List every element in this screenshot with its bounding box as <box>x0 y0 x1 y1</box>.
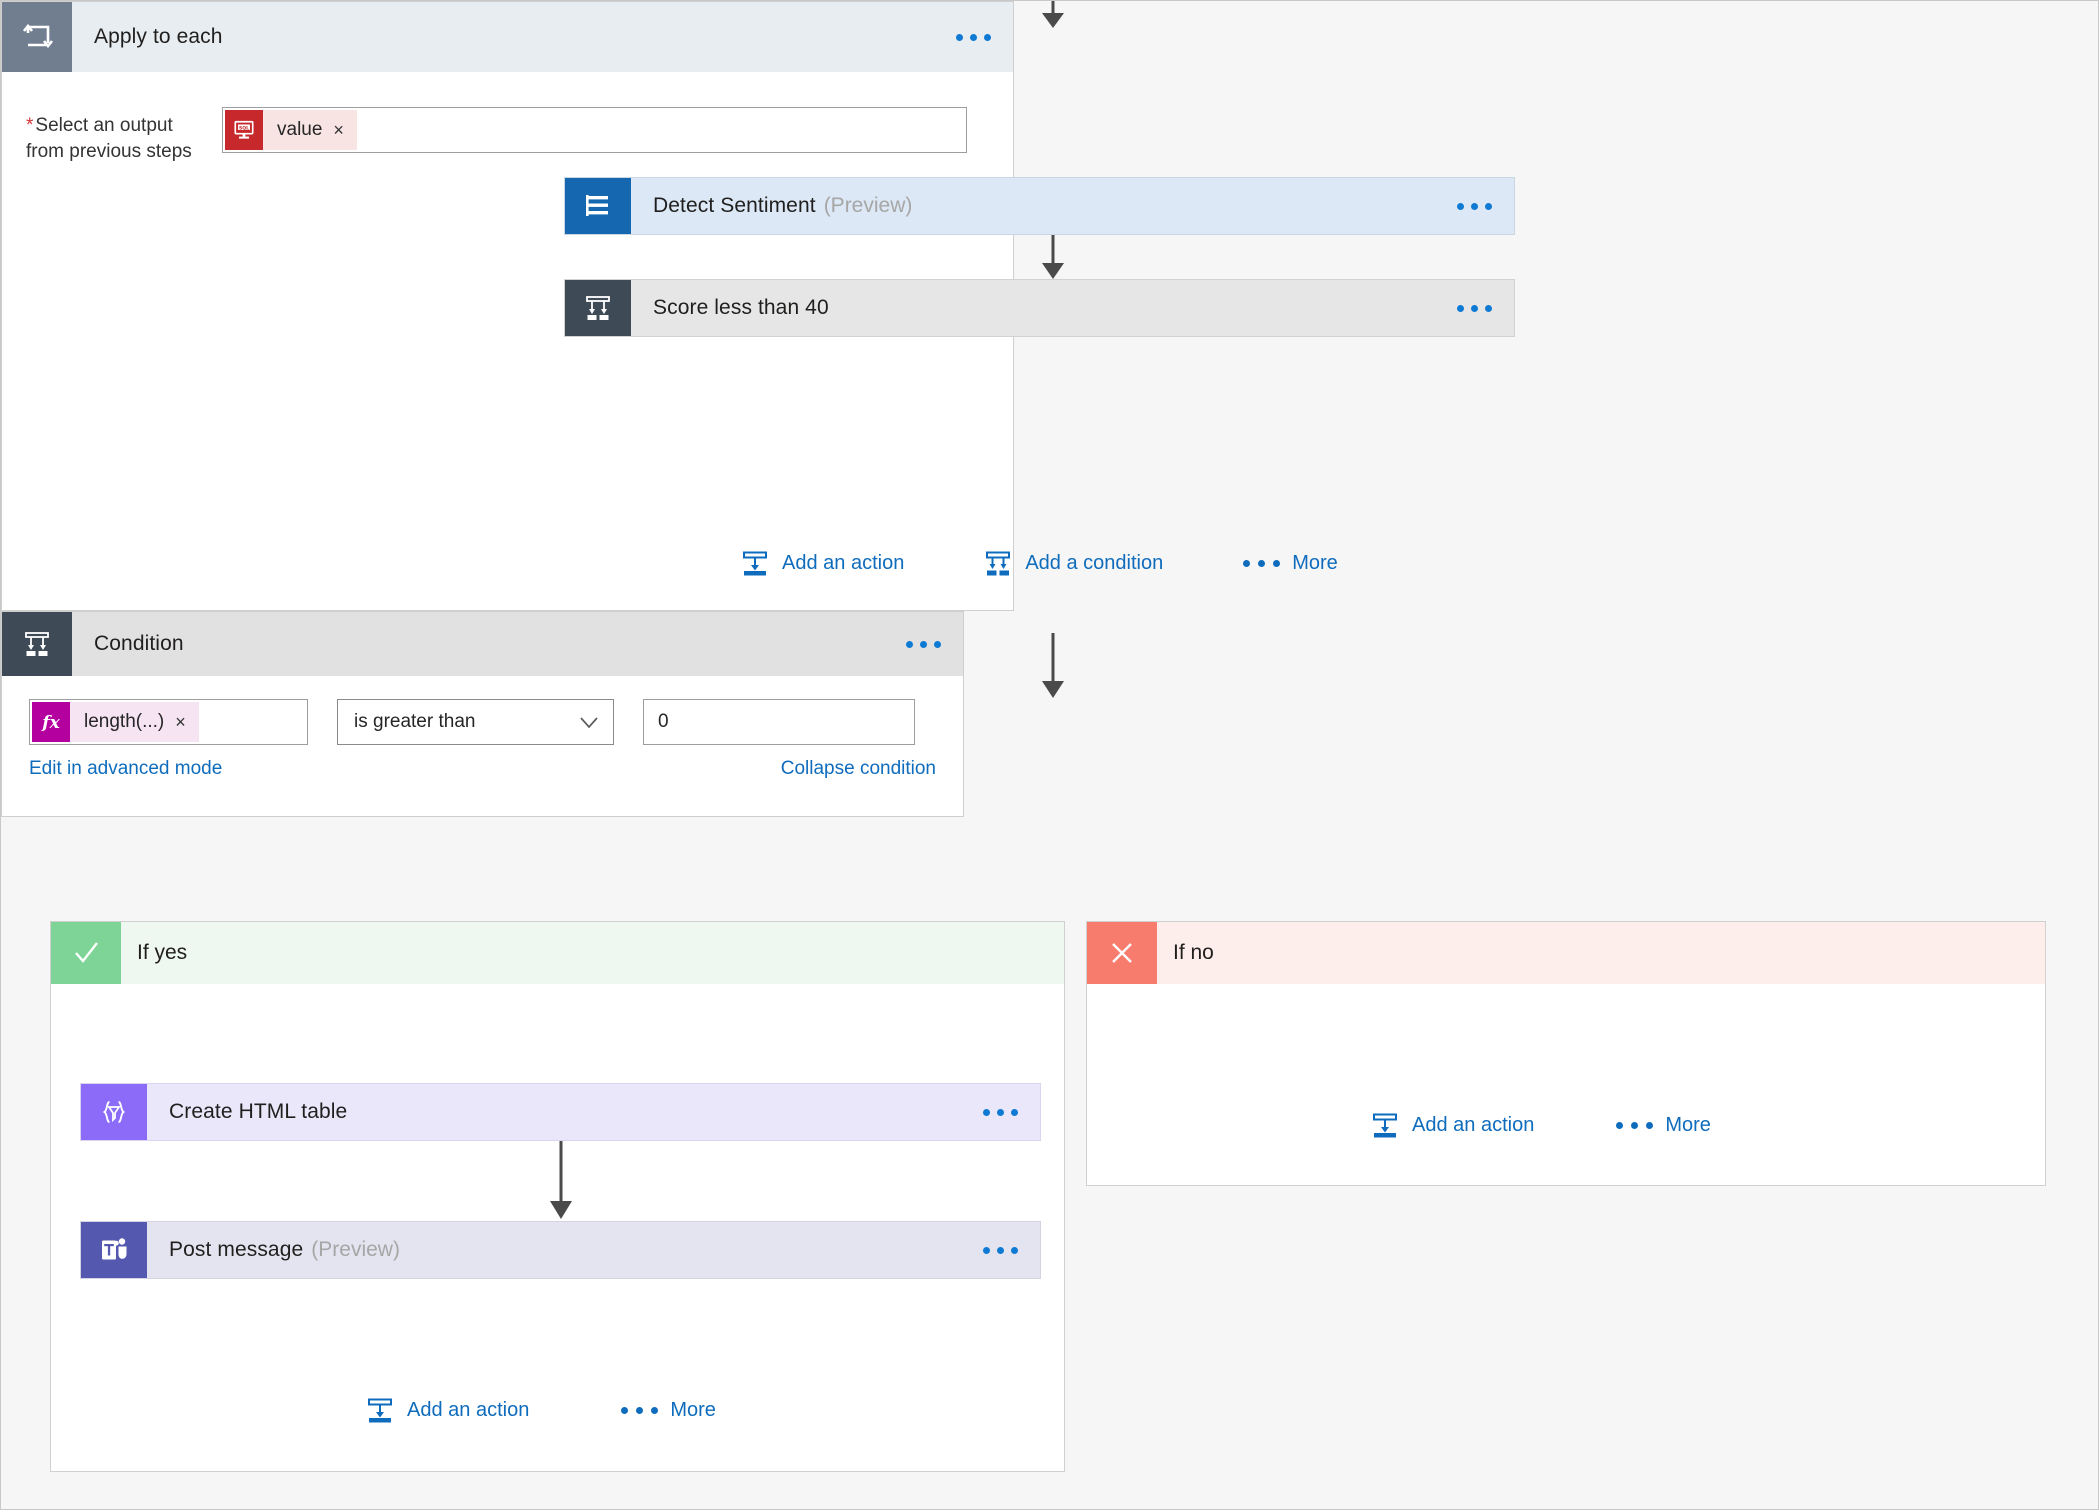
collapse-condition-link[interactable]: Collapse condition <box>780 758 936 779</box>
ellipsis-icon[interactable] <box>1453 197 1496 216</box>
length-expression-label: length(...) <box>84 711 165 732</box>
add-an-action-button[interactable]: Add an action <box>366 1396 529 1424</box>
ellipsis-icon[interactable] <box>979 1103 1022 1122</box>
step-detect-sentiment[interactable]: Detect Sentiment (Preview) <box>564 177 1515 235</box>
more-button[interactable]: More <box>1616 1114 1711 1137</box>
ellipsis-icon[interactable] <box>979 1241 1022 1260</box>
post-message-title: Post message <box>169 1238 304 1261</box>
condition-header[interactable]: Condition <box>2 612 963 676</box>
select-output-field-row: *Select an output from previous steps SQ… <box>2 107 1013 165</box>
data-operations-icon <box>81 1084 147 1140</box>
ellipsis-icon[interactable] <box>952 28 995 47</box>
ellipsis-icon <box>1616 1121 1654 1129</box>
branch-if-no-action-row: Add an action More <box>1371 1111 1711 1139</box>
ellipsis-icon[interactable] <box>902 635 945 654</box>
close-icon[interactable]: × <box>333 119 344 140</box>
apply-to-each-title: Apply to each <box>94 25 223 48</box>
sql-server-icon: SQL <box>225 110 263 150</box>
ellipsis-icon <box>621 1406 659 1414</box>
close-icon <box>1087 922 1157 984</box>
value-token[interactable]: SQL value × <box>225 110 357 150</box>
branch-if-no-label: If no <box>1173 941 1214 964</box>
required-marker: * <box>26 115 34 136</box>
add-an-action-label: Add an action <box>782 551 905 574</box>
detect-sentiment-title: Detect Sentiment <box>653 194 816 217</box>
fx-icon: fx <box>32 702 70 742</box>
add-condition-icon <box>984 549 1012 577</box>
branch-if-no: If no <box>1086 921 2046 1186</box>
apply-to-each-header[interactable]: Apply to each <box>2 2 1013 72</box>
svg-text:fx: fx <box>41 713 60 733</box>
step-post-message[interactable]: Post message (Preview) <box>80 1221 1041 1279</box>
create-html-table-title: Create HTML table <box>169 1100 348 1123</box>
select-output-input[interactable]: SQL value × <box>222 107 967 153</box>
step-create-html-table[interactable]: Create HTML table <box>80 1083 1041 1141</box>
length-expression-token[interactable]: fx length(...) × <box>32 702 199 742</box>
condition-icon <box>2 612 72 676</box>
teams-icon <box>81 1222 147 1278</box>
branch-if-yes-action-row: Add an action More <box>366 1396 716 1424</box>
add-an-action-button[interactable]: Add an action <box>1371 1111 1534 1139</box>
branch-if-no-header: If no <box>1087 922 2045 984</box>
condition-operator-select[interactable]: is greater than <box>337 699 614 745</box>
chevron-down-icon <box>579 716 599 729</box>
condition-value-input[interactable]: 0 <box>643 699 915 745</box>
post-message-preview-badge: (Preview) <box>311 1238 400 1261</box>
connector-detect-to-score <box>1033 235 1073 281</box>
condition-title: Condition <box>94 632 184 655</box>
loop-icon <box>2 2 72 72</box>
more-button[interactable]: More <box>621 1399 716 1422</box>
branch-if-yes-header: If yes <box>51 922 1064 984</box>
step-score-less-than-40[interactable]: Score less than 40 <box>564 279 1515 337</box>
add-an-action-button[interactable]: Add an action <box>741 549 904 577</box>
edit-in-advanced-mode-link[interactable]: Edit in advanced mode <box>29 758 223 779</box>
connector-into-apply-to-each <box>1033 1 1073 29</box>
score-less-than-title: Score less than 40 <box>653 296 829 319</box>
text-analytics-icon <box>565 178 631 234</box>
add-an-action-label: Add an action <box>407 1398 530 1421</box>
add-action-icon <box>741 549 769 577</box>
close-icon[interactable]: × <box>175 711 186 732</box>
ellipsis-icon[interactable] <box>1453 299 1496 318</box>
detect-sentiment-preview-badge: (Preview) <box>823 194 913 217</box>
branch-if-yes: If yes <box>50 921 1065 1472</box>
condition-links-row: Edit in advanced mode Collapse condition <box>2 745 963 780</box>
select-output-label-line2: from previous steps <box>26 141 192 162</box>
add-a-condition-label: Add a condition <box>1025 551 1164 574</box>
ellipsis-icon <box>1243 559 1281 567</box>
add-action-icon <box>1371 1111 1399 1139</box>
condition-row: fx length(...) × is greater than <box>2 699 963 745</box>
connector-apply-to-condition <box>1033 633 1073 701</box>
condition-expression-input[interactable]: fx length(...) × <box>29 699 308 745</box>
more-label: More <box>670 1398 716 1421</box>
apply-to-each-action-row: Add an action Add a condition More <box>741 549 1338 577</box>
branch-if-yes-label: If yes <box>137 941 188 964</box>
add-a-condition-button[interactable]: Add a condition <box>984 549 1163 577</box>
add-action-icon <box>366 1396 394 1424</box>
value-token-label: value <box>277 119 323 140</box>
svg-text:SQL: SQL <box>239 125 249 131</box>
add-an-action-label: Add an action <box>1412 1113 1535 1136</box>
connector-table-to-message <box>541 1141 581 1223</box>
condition-value-text: 0 <box>658 711 669 732</box>
condition-operator-value: is greater than <box>354 711 476 732</box>
condition-card: Condition fx length(...) × <box>1 611 964 817</box>
more-button[interactable]: More <box>1243 552 1338 575</box>
more-label: More <box>1665 1113 1711 1136</box>
more-label: More <box>1292 551 1338 574</box>
select-output-label: *Select an output from previous steps <box>26 107 222 165</box>
checkmark-icon <box>51 922 121 984</box>
condition-icon <box>565 280 631 336</box>
select-output-label-line1: Select an output <box>35 115 173 136</box>
